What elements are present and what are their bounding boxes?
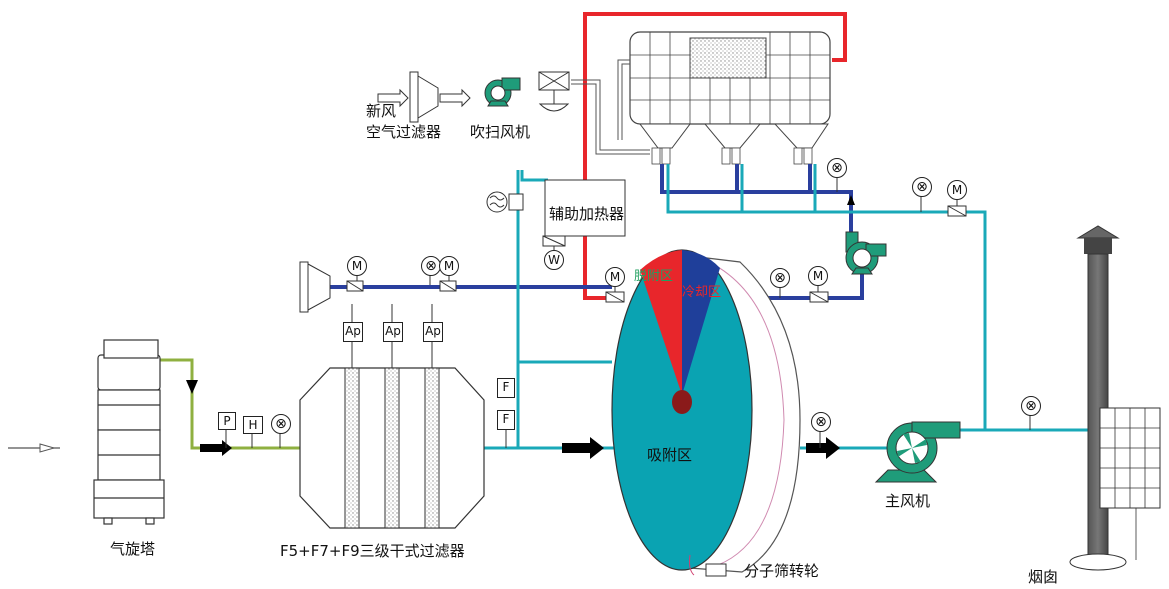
cooling-air-inlet bbox=[299, 261, 331, 313]
main-fan bbox=[874, 421, 961, 483]
adsorption-zone-label: 吸附区 bbox=[647, 446, 693, 464]
aux-heater-box bbox=[544, 179, 626, 237]
molecular-sieve-wheel bbox=[611, 249, 801, 577]
inlet-arrow-icon bbox=[39, 443, 56, 453]
steam-badge: W bbox=[544, 250, 564, 270]
aux-heater-label: 辅助加热器 bbox=[549, 205, 625, 223]
damper-valve bbox=[538, 71, 570, 112]
purge-fan-label: 吹扫风机 bbox=[470, 123, 531, 141]
desorption-fan bbox=[845, 231, 887, 275]
main-fan-label: 主风机 bbox=[885, 492, 931, 510]
valve-cross-icon-7: ⊗ bbox=[271, 414, 291, 434]
valve-cross-icon-2: ⊗ bbox=[770, 268, 790, 288]
desorption-zone-label: 脱附区 bbox=[634, 269, 674, 284]
humidity-instrument: H bbox=[243, 416, 263, 434]
hot-desorption-line bbox=[583, 12, 847, 300]
diff-pressure-instrument-3: Ap bbox=[423, 322, 443, 342]
valve-cross-icon-5: ⊗ bbox=[811, 412, 831, 432]
gas-tower-label: 气旋塔 bbox=[110, 540, 156, 558]
air-filter bbox=[377, 71, 471, 123]
valve-cross-icon-1: ⊗ bbox=[421, 256, 441, 276]
chimney bbox=[1069, 225, 1161, 571]
motor-badge-4: M bbox=[808, 266, 828, 286]
concentrator-unit bbox=[629, 31, 831, 165]
pressure-instrument: P bbox=[218, 412, 236, 430]
inlet-line bbox=[160, 358, 300, 450]
motor-badge-3: M bbox=[605, 267, 625, 287]
cooling-zone-label: 冷却区 bbox=[682, 285, 722, 300]
motor-badge-1: M bbox=[347, 256, 367, 276]
valve-cross-icon-6: ⊗ bbox=[1021, 396, 1041, 416]
diff-pressure-instrument-1: Ap bbox=[343, 322, 363, 342]
flow-instrument-2: F bbox=[497, 410, 515, 430]
valve-cross-icon-3: ⊗ bbox=[912, 177, 932, 197]
flow-arrows bbox=[186, 195, 855, 459]
chimney-label: 烟囱 bbox=[1028, 568, 1059, 586]
diff-pressure-instrument-2: Ap bbox=[383, 322, 403, 342]
gas-tower bbox=[93, 339, 165, 525]
air-filter-label: 空气过滤器 bbox=[366, 123, 442, 141]
motor-badge-5: M bbox=[947, 180, 967, 200]
valve-cross-icon-4: ⊗ bbox=[827, 158, 847, 178]
flow-instrument-1: F bbox=[497, 378, 515, 398]
spring-valve-icon bbox=[486, 191, 524, 213]
dry-filter bbox=[299, 304, 485, 529]
wheel-label: 分子筛转轮 bbox=[744, 562, 820, 580]
purge-supply-line bbox=[571, 59, 650, 155]
line-valves bbox=[346, 205, 967, 303]
purge-fan bbox=[484, 77, 521, 107]
dry-filter-label: F5+F7+F9三级干式过滤器 bbox=[280, 542, 465, 560]
fresh-air-label: 新风 bbox=[366, 102, 397, 120]
motor-badge-2: M bbox=[439, 256, 459, 276]
